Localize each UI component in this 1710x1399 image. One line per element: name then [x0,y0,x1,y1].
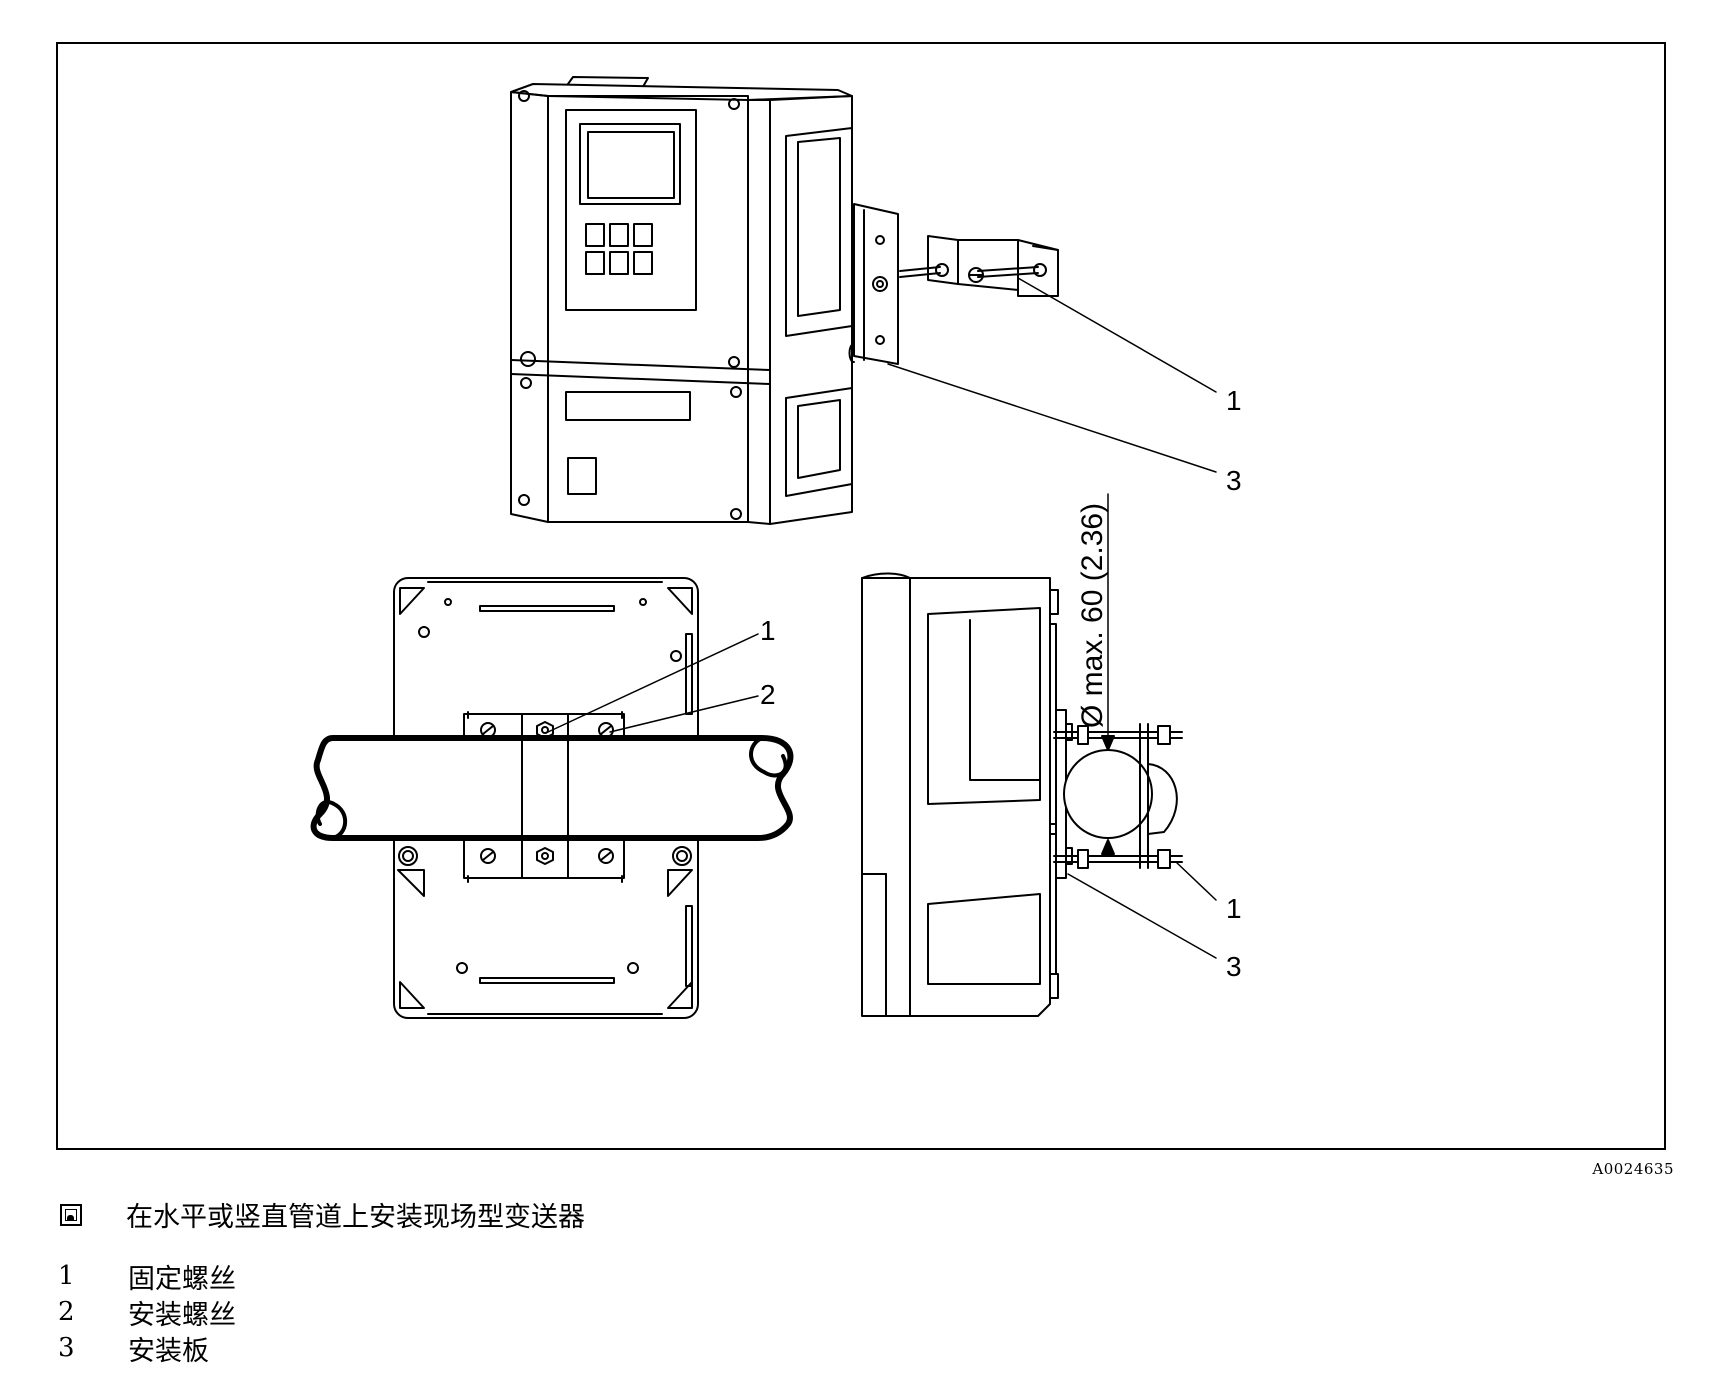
legend: 1 固定螺丝 2 安装螺丝 3 安装板 [58,1258,236,1367]
legend-number: 2 [58,1297,75,1327]
caption-text: 在水平或竖直管道上安装现场型变送器 [126,1202,585,1233]
figure-id: A0024635 [1592,1160,1674,1178]
legend-number: 1 [58,1261,75,1291]
legend-item: 2 安装螺丝 [58,1294,236,1331]
legend-item: 3 安装板 [58,1330,236,1367]
side-view-pipe-mount [861,493,1183,1017]
figure-icon [60,1203,82,1226]
legend-text: 安装板 [128,1335,209,1367]
legend-number: 3 [58,1333,75,1363]
transmitter-isometric-view [510,76,1059,525]
mounting-drawing: 1 3 1 2 1 3 Ø max. 60 (2.36) [310,76,1242,1019]
figure-frame: 1 3 1 2 1 3 Ø max. 60 (2.36) [56,42,1666,1150]
figure-caption: 在水平或竖直管道上安装现场型变送器 [60,1195,585,1234]
callout-front-1: 1 [760,615,776,646]
callout-side-3: 3 [1226,951,1242,982]
legend-item: 1 固定螺丝 [58,1258,236,1295]
callout-iso-3: 3 [1226,465,1242,496]
legend-text: 固定螺丝 [128,1263,236,1295]
callout-front-2: 2 [760,679,776,710]
callout-iso-1: 1 [1226,385,1242,416]
pipe-diameter-dimension: Ø max. 60 (2.36) [1076,503,1109,728]
legend-text: 安装螺丝 [128,1299,236,1331]
callout-side-1: 1 [1226,893,1242,924]
leader-lines [547,277,1217,959]
front-view-horizontal-pipe [310,577,794,1019]
